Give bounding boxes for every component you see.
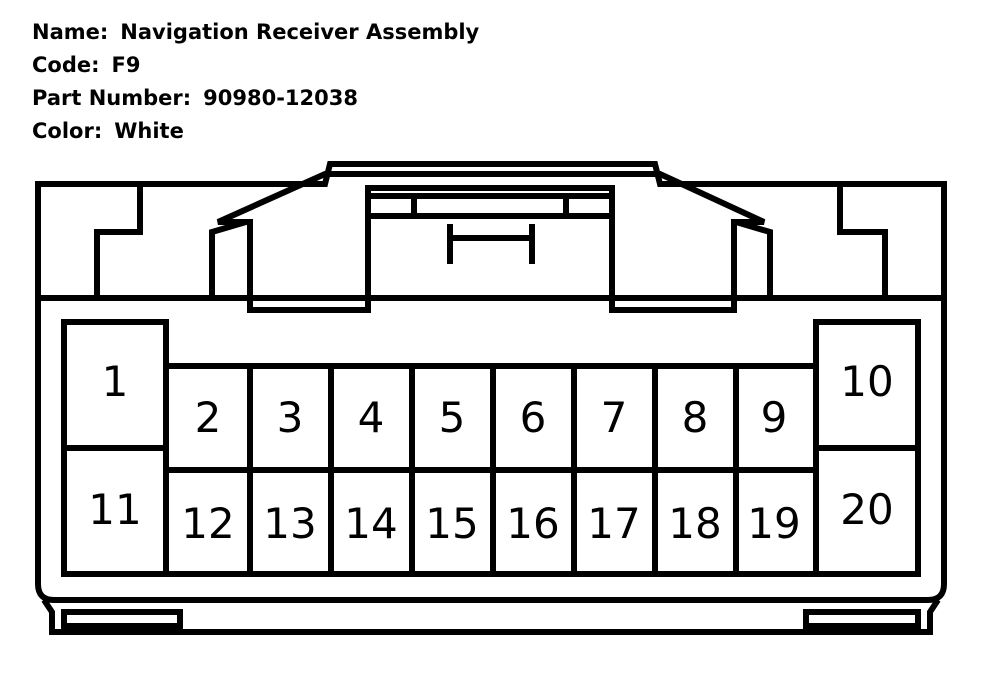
pin-9: 9 bbox=[761, 393, 788, 442]
code-line: Code: F9 bbox=[32, 49, 479, 82]
cavity-20 bbox=[813, 445, 921, 577]
pin-17: 17 bbox=[587, 499, 640, 548]
housing-outline bbox=[35, 161, 947, 603]
pin-7: 7 bbox=[601, 393, 628, 442]
pin-16: 16 bbox=[506, 499, 559, 548]
pin-13: 13 bbox=[263, 499, 316, 548]
right-inner-wall bbox=[735, 219, 773, 298]
latch-outer bbox=[216, 171, 766, 313]
pin-8: 8 bbox=[682, 393, 709, 442]
pin-1: 1 bbox=[102, 357, 129, 406]
pin-5: 5 bbox=[439, 393, 466, 442]
base-right-slot bbox=[803, 609, 921, 629]
pin-12: 12 bbox=[181, 499, 234, 548]
right-step-detail bbox=[837, 184, 888, 298]
pin-6: 6 bbox=[520, 393, 547, 442]
pin-18: 18 bbox=[668, 499, 721, 548]
color-value: White bbox=[114, 119, 184, 143]
cavity-11 bbox=[61, 445, 169, 577]
pin-3: 3 bbox=[277, 393, 304, 442]
pin-19: 19 bbox=[747, 499, 800, 548]
pin-11: 11 bbox=[88, 485, 141, 534]
pin-15: 15 bbox=[425, 499, 478, 548]
part-number-line: Part Number: 90980-12038 bbox=[32, 82, 479, 115]
base-left-slot bbox=[61, 609, 183, 629]
part-number-value: 90980-12038 bbox=[203, 86, 358, 110]
pin-20: 20 bbox=[840, 485, 893, 534]
connector-info: Name: Navigation Receiver Assembly Code: F… bbox=[32, 16, 479, 148]
name-line: Name: Navigation Receiver Assembly bbox=[32, 16, 479, 49]
code-value: F9 bbox=[111, 53, 141, 77]
pin-10: 10 bbox=[840, 357, 893, 406]
name-label: Name: bbox=[32, 20, 109, 44]
pin-4: 4 bbox=[358, 393, 385, 442]
left-step-detail bbox=[94, 184, 143, 298]
pin-2: 2 bbox=[195, 393, 222, 442]
pin-14: 14 bbox=[344, 499, 397, 548]
part-number-label: Part Number: bbox=[32, 86, 192, 110]
color-label: Color: bbox=[32, 119, 103, 143]
name-value: Navigation Receiver Assembly bbox=[120, 20, 480, 44]
left-inner-wall bbox=[209, 219, 247, 298]
color-line: Color: White bbox=[32, 115, 479, 148]
code-label: Code: bbox=[32, 53, 100, 77]
housing-base bbox=[41, 598, 941, 635]
